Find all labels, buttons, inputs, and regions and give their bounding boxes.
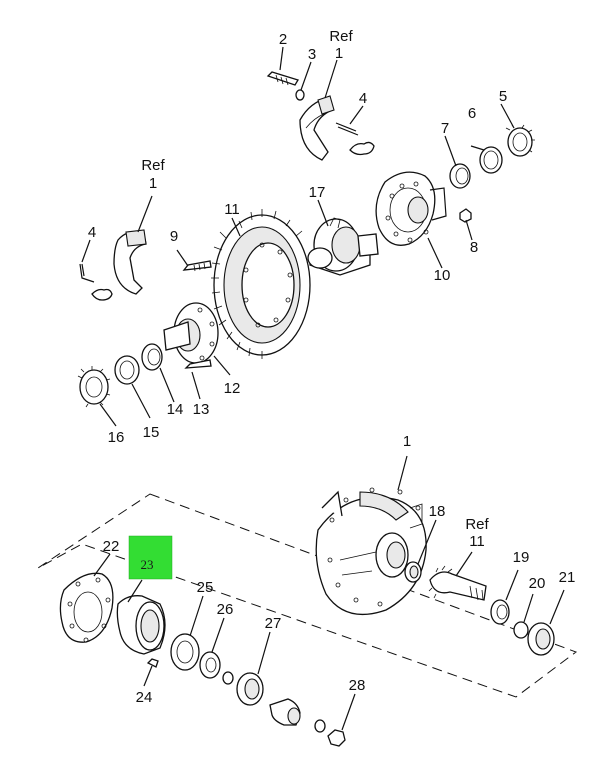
hotspot-box[interactable] bbox=[128, 535, 173, 580]
callout-ref-top: Ref bbox=[329, 28, 353, 45]
case-half-part-12 bbox=[163, 302, 219, 364]
callout-16: 16 bbox=[108, 429, 125, 446]
callout-4-left: 4 bbox=[88, 224, 96, 241]
adjuster-part-16 bbox=[77, 366, 111, 408]
ring-gear-part-11 bbox=[211, 209, 311, 359]
part-23-hotspot[interactable]: 23 bbox=[128, 535, 173, 580]
callout-11: 11 bbox=[224, 201, 240, 218]
callout-18: 18 bbox=[429, 503, 446, 520]
cup-part-21 bbox=[527, 622, 555, 656]
bolt-part-9 bbox=[182, 260, 212, 272]
bearing-cap-left-part-1 bbox=[113, 229, 147, 295]
cage-part-23 bbox=[116, 595, 166, 655]
callout-5: 5 bbox=[499, 88, 507, 105]
callout-7: 7 bbox=[441, 120, 449, 137]
cup-part-18 bbox=[404, 561, 422, 583]
bearing-cone-part-26 bbox=[199, 651, 221, 679]
lock-and-pin-left-part-4 bbox=[79, 263, 113, 301]
callout-ref-left: Ref bbox=[141, 157, 165, 174]
callout-19: 19 bbox=[513, 549, 530, 566]
spider-assembly-part-17 bbox=[307, 217, 379, 276]
case-half-part-10 bbox=[375, 171, 447, 246]
callout-ref-bottom: Ref bbox=[465, 516, 489, 533]
callout-27: 27 bbox=[265, 615, 282, 632]
yoke-part bbox=[269, 698, 301, 726]
bearing-cone-part-19 bbox=[490, 599, 510, 625]
callout-11-bottom: 11 bbox=[469, 533, 485, 550]
callout-25: 25 bbox=[197, 579, 214, 596]
callout-26: 26 bbox=[217, 601, 234, 618]
callout-24: 24 bbox=[136, 689, 153, 706]
callout-10: 10 bbox=[434, 267, 451, 284]
callout-8: 8 bbox=[470, 239, 478, 256]
seal-part-27 bbox=[236, 672, 264, 706]
callout-20: 20 bbox=[529, 575, 546, 592]
nut-part-8 bbox=[459, 208, 472, 223]
callout-15: 15 bbox=[143, 424, 160, 441]
bearing-cone-part-7 bbox=[449, 163, 471, 189]
lock-and-pin-top-part-4 bbox=[335, 122, 375, 156]
bolt-part-2 bbox=[266, 71, 299, 86]
cup-part-25 bbox=[170, 633, 200, 671]
nut-part-28 bbox=[327, 729, 346, 747]
callout-4-top: 4 bbox=[359, 90, 367, 107]
washer-part-3 bbox=[295, 89, 305, 101]
callout-17: 17 bbox=[309, 184, 326, 201]
callout-28: 28 bbox=[349, 677, 366, 694]
callout-1-bottom: 1 bbox=[403, 433, 411, 450]
callout-13: 13 bbox=[193, 401, 210, 418]
bearing-cap-top-part-1 bbox=[299, 95, 335, 161]
dashed-group-frame bbox=[37, 493, 578, 698]
bolt-part-13 bbox=[184, 359, 212, 369]
ring-part-15 bbox=[114, 355, 140, 385]
cup-part-5 bbox=[505, 124, 535, 157]
spacer-part-20 bbox=[513, 621, 529, 639]
callout-9: 9 bbox=[170, 228, 178, 245]
carrier-housing-part-1 bbox=[315, 487, 427, 616]
hotspot-label-23[interactable]: 23 bbox=[141, 557, 154, 572]
gasket-part-22 bbox=[59, 572, 114, 643]
callout-12: 12 bbox=[224, 380, 241, 397]
callout-21: 21 bbox=[559, 569, 576, 586]
callout-22: 22 bbox=[103, 538, 120, 555]
ring-part-6 bbox=[479, 146, 503, 174]
leader-lines bbox=[81, 46, 565, 731]
callout-3: 3 bbox=[308, 46, 316, 63]
callout-14: 14 bbox=[167, 401, 184, 418]
pinion-part-11 bbox=[428, 565, 487, 601]
callout-1-left: 1 bbox=[149, 175, 157, 192]
washer-small bbox=[222, 671, 234, 685]
callout-numbers: 2 3 Ref 1 4 5 6 7 17 8 10 Ref 1 11 4 9 1… bbox=[88, 28, 576, 706]
bearing-cone-part-14 bbox=[141, 343, 163, 371]
bolt-part-24 bbox=[146, 658, 159, 668]
callout-6: 6 bbox=[468, 105, 476, 122]
washer-yoke bbox=[314, 719, 326, 733]
callout-1-top: 1 bbox=[335, 45, 343, 62]
callout-2: 2 bbox=[279, 31, 287, 48]
